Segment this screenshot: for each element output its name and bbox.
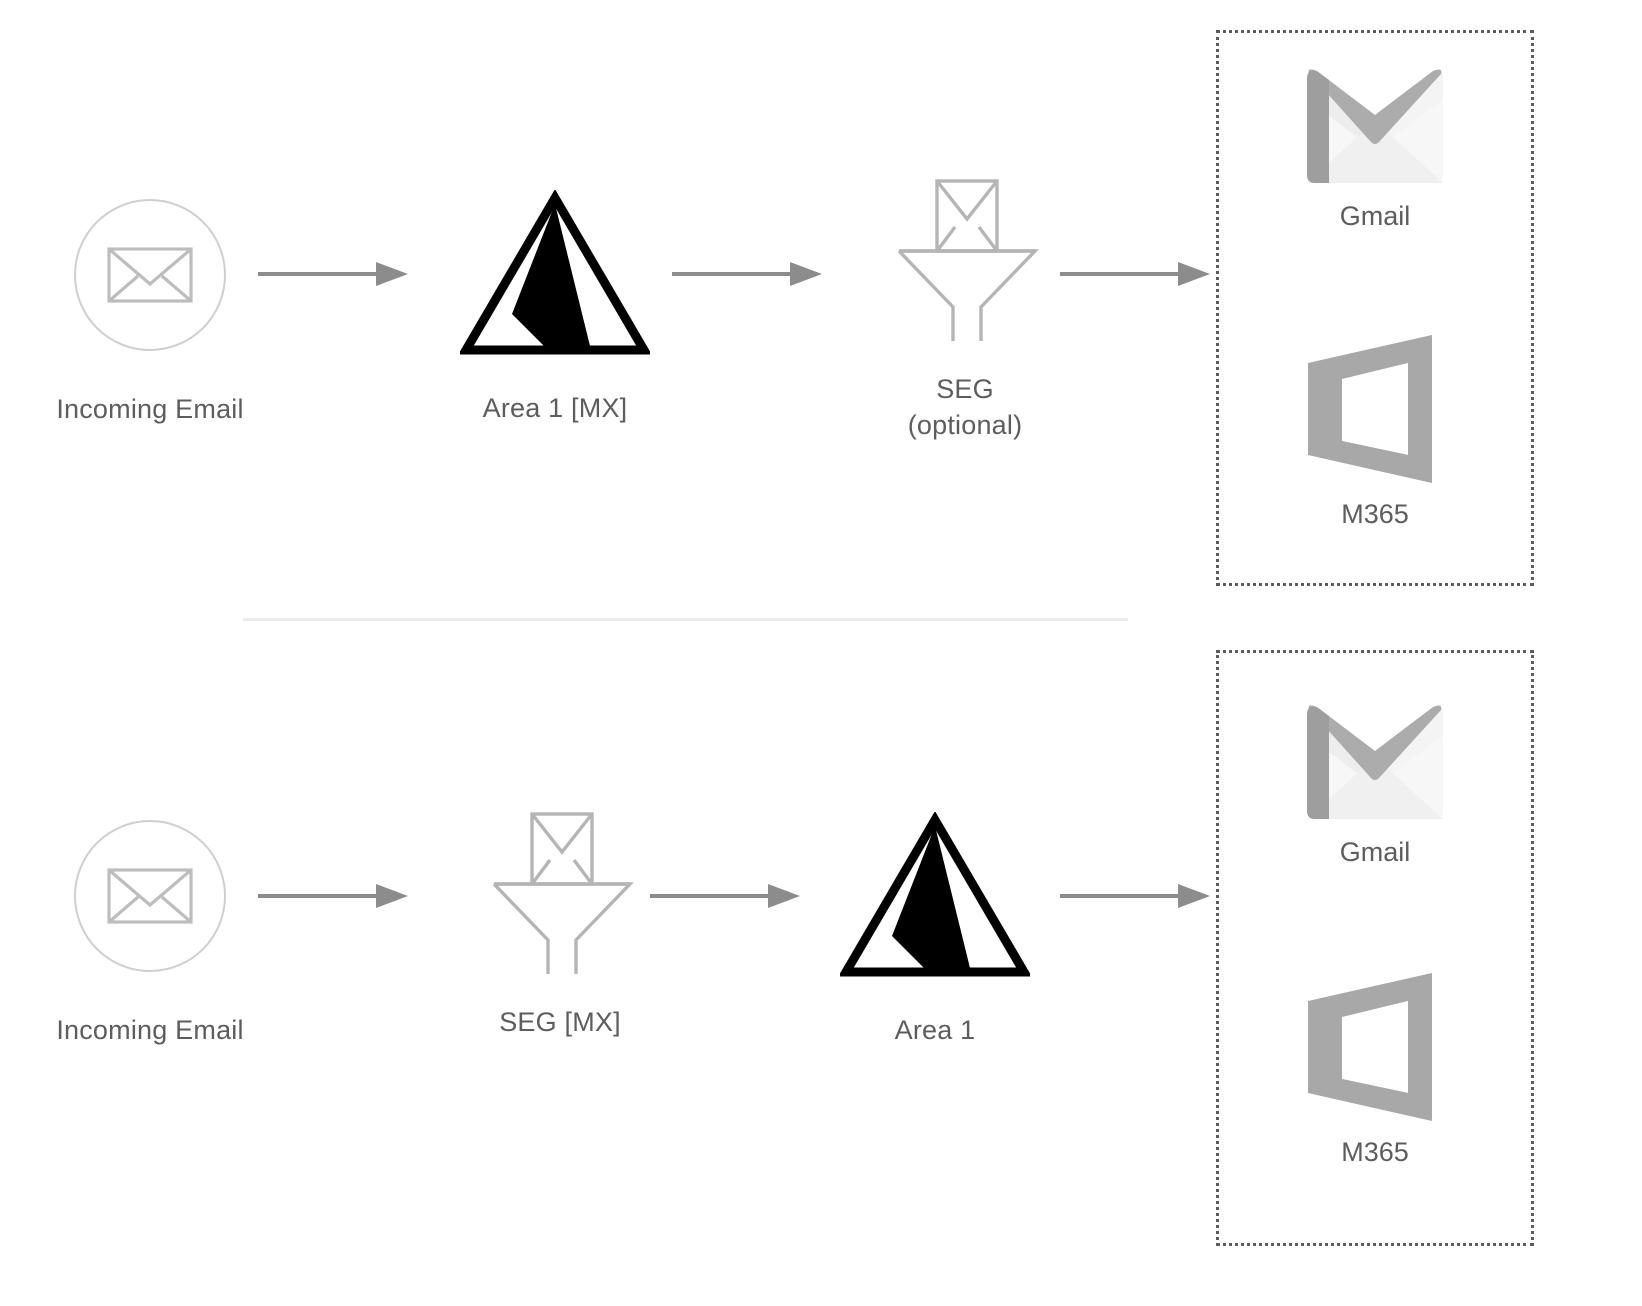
node-caption: SEG (optional) bbox=[907, 374, 1023, 440]
destinations-box-2: Gmail M365 bbox=[1216, 650, 1534, 1246]
destination-gmail-1: Gmail bbox=[1219, 65, 1531, 232]
area1-triangle-logo bbox=[430, 189, 680, 358]
seg-funnel-icon bbox=[855, 175, 1075, 343]
destination-label: Gmail bbox=[1339, 201, 1411, 231]
gmail-logo bbox=[1219, 65, 1531, 187]
arrow-2-3 bbox=[1060, 880, 1210, 917]
arrow-2-1 bbox=[258, 880, 408, 917]
node-seg-mx: SEG [MX] bbox=[450, 808, 670, 1040]
arrow-1-1 bbox=[258, 258, 408, 295]
destinations-box-1: Gmail M365 bbox=[1216, 30, 1534, 586]
node-caption: Area 1 [MX] bbox=[482, 393, 628, 423]
flow-row-seg-mx: Incoming Email SEG [MX] bbox=[0, 640, 1642, 1306]
node-area1-mx: Area 1 [MX] bbox=[430, 189, 680, 426]
node-caption: SEG [MX] bbox=[499, 1007, 621, 1037]
node-seg-optional: SEG (optional) bbox=[855, 175, 1075, 443]
destination-gmail-2: Gmail bbox=[1219, 701, 1531, 868]
gmail-logo bbox=[1219, 701, 1531, 823]
arrow-1-3 bbox=[1060, 258, 1210, 295]
office-m365-logo bbox=[1219, 333, 1531, 485]
destination-m365-2: M365 bbox=[1219, 971, 1531, 1168]
arrow-2-2 bbox=[650, 880, 800, 917]
node-caption: Incoming Email bbox=[56, 1015, 244, 1045]
node-incoming-email-1: Incoming Email bbox=[45, 199, 255, 427]
envelope-in-circle-icon bbox=[74, 820, 226, 972]
seg-funnel-icon bbox=[450, 808, 670, 976]
destination-m365-1: M365 bbox=[1219, 333, 1531, 530]
node-caption: Incoming Email bbox=[56, 394, 244, 424]
destination-label: Gmail bbox=[1339, 837, 1411, 867]
node-caption: Area 1 bbox=[894, 1015, 976, 1045]
flow-row-area1-mx: Incoming Email Area 1 [MX] bbox=[0, 0, 1642, 620]
destination-label: M365 bbox=[1341, 1137, 1409, 1167]
arrow-1-2 bbox=[672, 258, 822, 295]
node-area1: Area 1 bbox=[810, 812, 1060, 1048]
office-m365-logo bbox=[1219, 971, 1531, 1123]
node-incoming-email-2: Incoming Email bbox=[45, 820, 255, 1048]
section-divider bbox=[243, 618, 1128, 621]
destination-label: M365 bbox=[1341, 499, 1409, 529]
envelope-in-circle-icon bbox=[74, 199, 226, 351]
area1-triangle-logo bbox=[810, 812, 1060, 980]
